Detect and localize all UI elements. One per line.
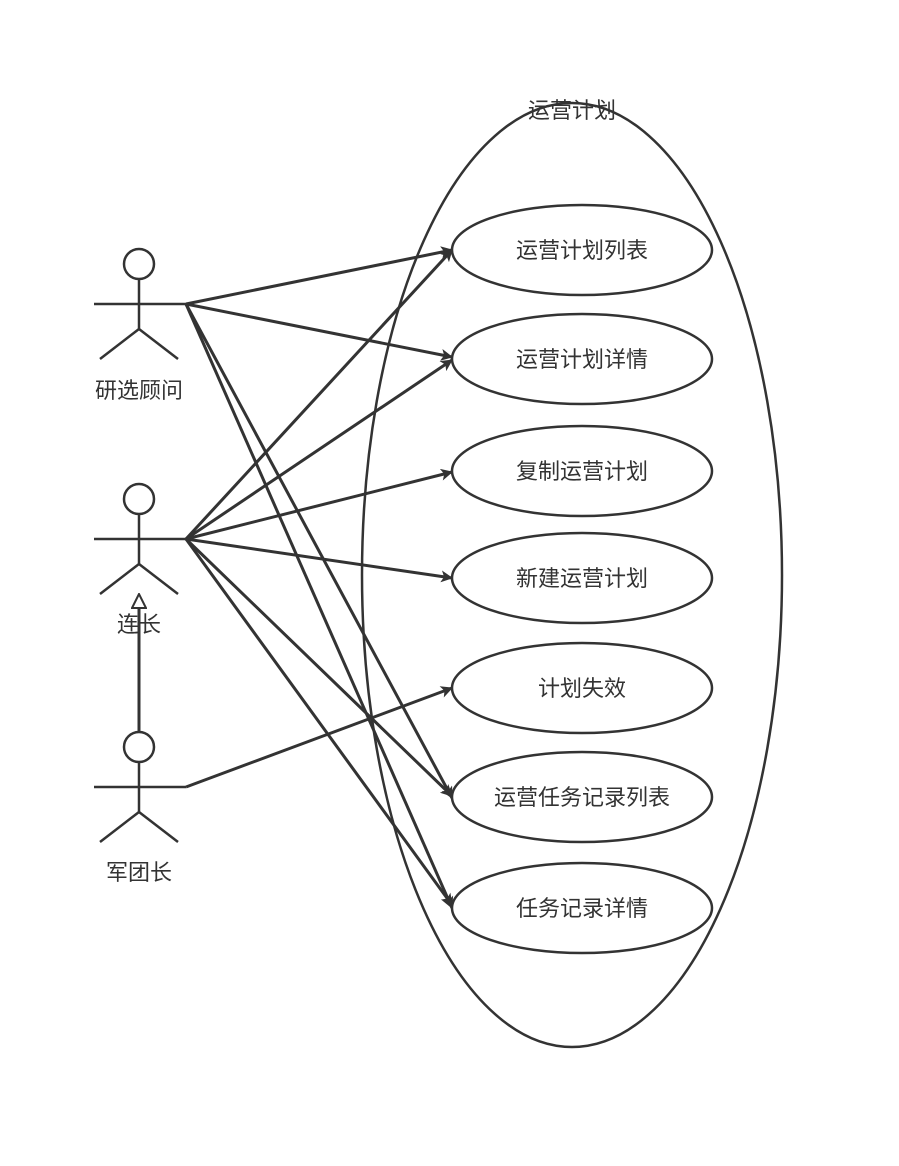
actor-leg-right bbox=[138, 328, 179, 360]
use-case-label: 新建运营计划 bbox=[516, 567, 648, 592]
assoc-leader-task-record-list bbox=[184, 537, 454, 798]
use-case-label: 运营任务记录列表 bbox=[494, 786, 670, 811]
actor-head bbox=[122, 247, 156, 281]
use-case-new-plan[interactable]: 新建运营计划 bbox=[450, 531, 714, 625]
actor-leg-right bbox=[138, 563, 179, 595]
use-case-task-record-detail[interactable]: 任务记录详情 bbox=[450, 861, 714, 955]
assoc-leader-plan-detail bbox=[185, 358, 453, 541]
actor-leg-left bbox=[99, 563, 140, 595]
actor-regiment-leader[interactable]: 军团长 bbox=[94, 730, 186, 886]
use-case-label: 运营计划详情 bbox=[516, 348, 648, 373]
actor-leg-left bbox=[99, 328, 140, 360]
use-case-label: 运营计划列表 bbox=[516, 239, 648, 264]
use-case-label: 任务记录详情 bbox=[516, 897, 648, 922]
actor-leg-left bbox=[99, 811, 140, 843]
assoc-consultant-plan-detail bbox=[185, 302, 453, 361]
boundary-label: 运营计划 bbox=[528, 99, 616, 124]
assoc-consultant-task-record-detail bbox=[184, 303, 454, 909]
assoc-consultant-task-record-list bbox=[184, 303, 454, 799]
use-case-label: 复制运营计划 bbox=[516, 460, 648, 485]
actor-head bbox=[122, 730, 156, 764]
assoc-consultant-plan-list bbox=[185, 246, 453, 306]
actor-company-leader[interactable]: 连长 bbox=[94, 482, 186, 638]
use-case-copy-plan[interactable]: 复制运营计划 bbox=[450, 424, 714, 518]
use-cases: 运营计划列表 运营计划详情 复制运营计划 新建运营计划 计划失效 运营任务记录列… bbox=[450, 203, 714, 955]
assoc-leader-copy-plan bbox=[185, 468, 453, 541]
assoc-leader-plan-list bbox=[184, 248, 454, 541]
system-boundary: 运营计划 bbox=[360, 99, 784, 1049]
actor-leg-right bbox=[138, 811, 179, 843]
use-case-task-record-list[interactable]: 运营任务记录列表 bbox=[450, 750, 714, 844]
assoc-regiment-plan-invalid bbox=[185, 686, 453, 789]
use-case-plan-list[interactable]: 运营计划列表 bbox=[450, 203, 714, 297]
associations bbox=[139, 246, 454, 909]
actor-label: 军团长 bbox=[106, 861, 172, 886]
actor-consultant[interactable]: 研选顾问 bbox=[94, 247, 186, 404]
actor-head bbox=[122, 482, 156, 516]
use-case-plan-invalid[interactable]: 计划失效 bbox=[450, 641, 714, 735]
actor-label: 连长 bbox=[117, 613, 161, 638]
actor-label: 研选顾问 bbox=[95, 379, 183, 404]
use-case-plan-detail[interactable]: 运营计划详情 bbox=[450, 312, 714, 406]
assoc-leader-new-plan bbox=[185, 537, 453, 583]
assoc-leader-task-record-detail bbox=[184, 538, 454, 906]
use-case-label: 计划失效 bbox=[538, 677, 626, 702]
